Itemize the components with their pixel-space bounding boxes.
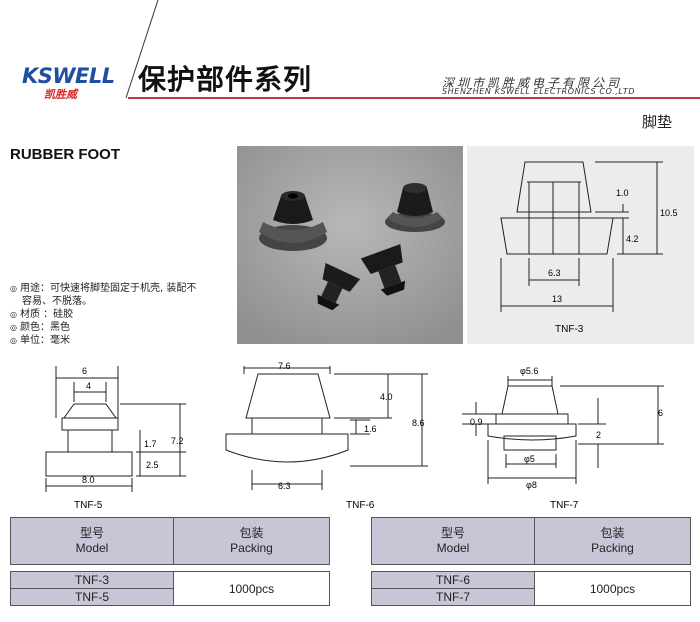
spec-list: ◎用途：可快速将脚垫固定于机壳, 装配不 容易、不脱落。 ◎材质 ：硅胶 ◎颜色… bbox=[10, 282, 196, 347]
dim-label: 6 bbox=[82, 366, 87, 376]
bullet-icon: ◎ bbox=[10, 323, 17, 332]
category-label: 脚垫 bbox=[641, 113, 672, 131]
logo-wordmark: KSWELL bbox=[22, 64, 115, 88]
drawing-caption: TNF-5 bbox=[74, 500, 103, 511]
dim-label: φ5 bbox=[524, 454, 535, 464]
dim-label: 2.5 bbox=[146, 460, 159, 470]
dim-label: φ5.6 bbox=[520, 366, 538, 376]
spec-text: 容易、不脱落。 bbox=[22, 296, 92, 307]
header-divider bbox=[128, 97, 700, 99]
spec-item: ◎用途：可快速将脚垫固定于机壳, 装配不 bbox=[10, 282, 196, 295]
packing-cell: 1000pcs bbox=[534, 571, 691, 606]
header-slash-decoration bbox=[125, 0, 159, 99]
packing-cell: 1000pcs bbox=[173, 571, 330, 606]
table-row: TNF-7 bbox=[371, 588, 535, 606]
dim-label: 6 bbox=[658, 408, 663, 418]
dim-label: 8.0 bbox=[82, 475, 95, 485]
company-name-cn: 深圳市凯胜威电子有限公司 bbox=[442, 76, 623, 90]
table-row: TNF-5 bbox=[10, 588, 174, 606]
dim-label: 6.3 bbox=[278, 481, 291, 491]
dim-label: 7.2 bbox=[171, 436, 184, 446]
spec-item: ◎颜色：黑色 bbox=[10, 321, 196, 334]
spec-text: 单位：毫米 bbox=[20, 335, 70, 346]
packing-header-cn: 包装 bbox=[239, 526, 264, 540]
drawing-caption: TNF-6 bbox=[346, 500, 375, 511]
spec-item: ◎单位：毫米 bbox=[10, 334, 196, 347]
drawing-caption: TNF-3 bbox=[555, 324, 584, 335]
tnf3-drawing: 1.0 10.5 4.2 6.3 13 TNF-3 bbox=[467, 146, 694, 344]
logo-chinese: 凯胜威 bbox=[44, 88, 77, 101]
product-title: RUBBER FOOT bbox=[10, 146, 120, 163]
model-packing-table: 型号 Model 包装 Packing TNF-3 1000pcs TNF-5 bbox=[10, 517, 330, 606]
bullet-icon: ◎ bbox=[10, 310, 17, 319]
drawing-caption: TNF-7 bbox=[550, 500, 579, 511]
dim-label: 8.6 bbox=[412, 418, 425, 428]
dim-label: 4.0 bbox=[380, 392, 393, 402]
model-header-en: Model bbox=[75, 541, 109, 555]
spec-item: ◎材质 ：硅胶 bbox=[10, 308, 196, 321]
model-header-cn: 型号 bbox=[79, 526, 104, 540]
spec-text: 用途：可快速将脚垫固定于机壳, 装配不 bbox=[20, 283, 197, 294]
packing-header-cn: 包装 bbox=[600, 526, 625, 540]
spec-item: 容易、不脱落。 bbox=[10, 295, 196, 308]
model-header: 型号 Model bbox=[10, 517, 174, 565]
series-title: 保护部件系列 bbox=[138, 63, 313, 96]
model-header-en: Model bbox=[436, 541, 470, 555]
dim-label: 1.6 bbox=[364, 424, 377, 434]
technical-drawings: 6 4 1.7 7.2 2.5 8.0 TNF-5 7.6 4.0 1.6 8.… bbox=[45, 361, 664, 511]
dim-label: 1.7 bbox=[144, 439, 157, 449]
packing-header-en: Packing bbox=[591, 541, 634, 555]
dim-label: 6.3 bbox=[548, 268, 561, 278]
dim-label: 10.5 bbox=[660, 208, 678, 218]
product-photo bbox=[237, 146, 463, 344]
spec-text: 材质 ：硅胶 bbox=[20, 309, 74, 320]
dim-label: 4.2 bbox=[626, 234, 639, 244]
table-row: TNF-3 bbox=[10, 571, 174, 589]
dim-label: 4 bbox=[86, 381, 91, 391]
packing-header-en: Packing bbox=[230, 541, 273, 555]
model-packing-table: 型号 Model 包装 Packing TNF-6 1000pcs TNF-7 bbox=[371, 517, 691, 606]
dim-label: 0.9 bbox=[470, 417, 483, 427]
bullet-icon: ◎ bbox=[10, 336, 17, 345]
spec-text: 颜色：黑色 bbox=[20, 322, 70, 333]
packing-header: 包装 Packing bbox=[534, 517, 691, 565]
dim-label: 13 bbox=[552, 294, 562, 304]
company-name-en: SHENZHEN KSWELL ELECTRONICS CO.,LTD bbox=[442, 87, 636, 96]
dim-label: 2 bbox=[596, 430, 601, 440]
model-header: 型号 Model bbox=[371, 517, 535, 565]
table-row: TNF-6 bbox=[371, 571, 535, 589]
dim-label: φ8 bbox=[526, 480, 537, 490]
model-header-cn: 型号 bbox=[440, 526, 465, 540]
dim-label: 7.6 bbox=[278, 361, 291, 371]
packing-header: 包装 Packing bbox=[173, 517, 330, 565]
dim-label: 1.0 bbox=[616, 188, 629, 198]
bullet-icon: ◎ bbox=[10, 284, 17, 293]
